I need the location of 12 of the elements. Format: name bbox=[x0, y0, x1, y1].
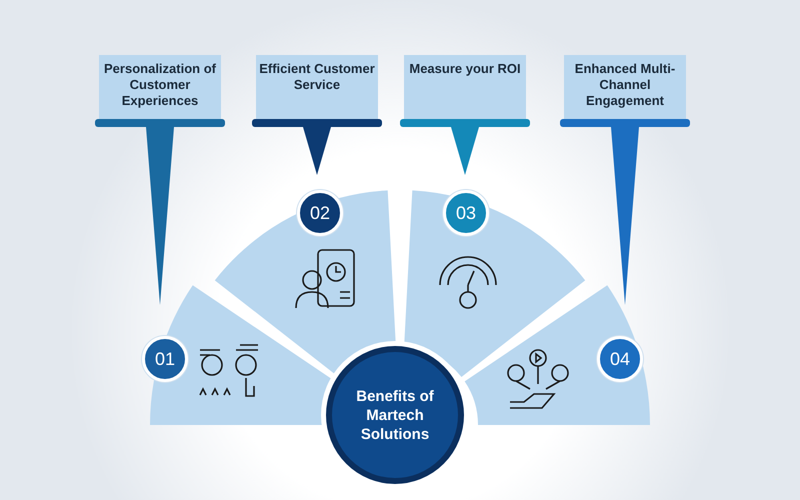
callout-title: Personalization of Customer Experiences bbox=[103, 61, 217, 109]
callout-title: Efficient Customer Service bbox=[258, 61, 376, 93]
number-badge: 03 bbox=[443, 190, 489, 236]
callout-box bbox=[560, 55, 690, 305]
callout-box bbox=[252, 55, 382, 175]
callout-title: Measure your ROI bbox=[408, 61, 522, 77]
number-badge: 01 bbox=[142, 336, 188, 382]
callout-box bbox=[95, 55, 225, 305]
callout-title: Enhanced Multi-Channel Engagement bbox=[574, 61, 676, 109]
center-title: Benefits of Martech Solutions bbox=[355, 386, 435, 444]
number-badge: 02 bbox=[297, 190, 343, 236]
callout-box bbox=[400, 55, 530, 175]
